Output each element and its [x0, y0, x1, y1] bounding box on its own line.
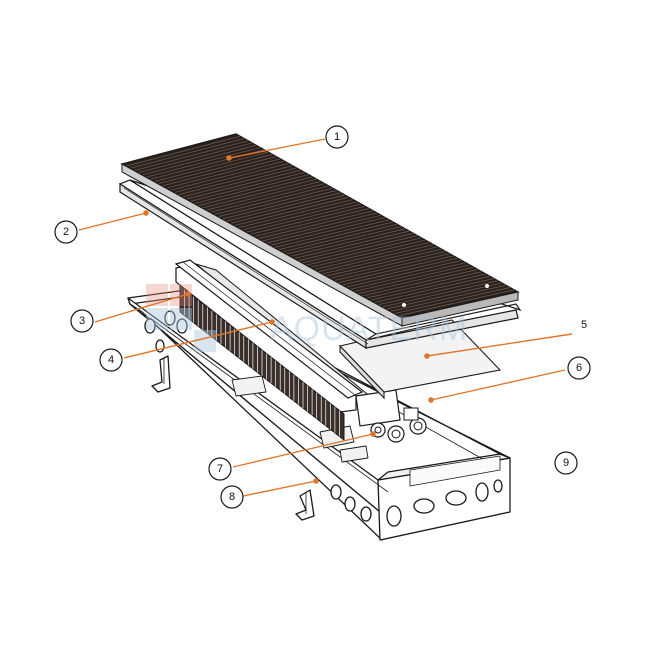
callout-2-label: 2 — [63, 226, 69, 238]
grille-slat — [161, 156, 277, 187]
grille-slat — [241, 201, 357, 231]
grille-slat — [249, 205, 366, 235]
callout-4: 4 — [99, 348, 123, 372]
grille-slat — [129, 138, 245, 169]
grille-slat — [305, 237, 422, 266]
grille-slat — [145, 147, 261, 178]
grille-slat — [381, 280, 498, 308]
watermark: AQUATERM — [146, 284, 468, 352]
grille-slat — [261, 212, 378, 242]
callout-3: 3 — [70, 309, 94, 333]
callout-7-label: 7 — [217, 463, 223, 475]
grille-slat — [177, 165, 293, 196]
callout-6: 6 — [567, 356, 591, 380]
grille-slat — [309, 239, 426, 268]
grille-slat — [281, 223, 398, 253]
grille-slat — [329, 250, 446, 279]
grille-slat — [349, 262, 466, 290]
grille-slat — [217, 187, 333, 218]
grille-slat — [221, 190, 337, 220]
grille-slat — [229, 194, 345, 224]
grille-slat — [289, 228, 406, 257]
grille-slat — [317, 244, 434, 273]
grille-slat — [141, 144, 257, 176]
grille-slat — [185, 169, 301, 200]
grille-slat — [345, 260, 462, 288]
heat-exchanger — [175, 263, 427, 443]
grille-slat — [277, 221, 394, 251]
grille-slat — [293, 230, 410, 259]
callout-1: 1 — [325, 125, 349, 149]
grille-slat — [273, 219, 390, 248]
grille-slat — [165, 158, 281, 189]
grille-slat — [133, 140, 249, 171]
grille-slat — [213, 185, 329, 215]
grille-slat — [325, 248, 442, 277]
callout-8: 8 — [220, 485, 244, 509]
grille-slat — [353, 264, 470, 292]
grille-slat — [285, 226, 402, 255]
watermark-text: AQUATERM — [270, 310, 468, 348]
grille-slat — [197, 176, 313, 207]
grille-slat — [369, 273, 486, 301]
callout-4-label: 4 — [108, 354, 114, 366]
grille-slat — [233, 196, 349, 226]
grille-slat — [125, 135, 241, 167]
grille-slat — [397, 289, 515, 317]
callout-5: 5 — [581, 319, 587, 331]
grille-slat — [193, 174, 309, 204]
callout-8-label: 8 — [229, 491, 235, 503]
grille-slat — [297, 232, 414, 262]
grille-slat — [389, 284, 507, 312]
grille-slat — [225, 192, 341, 222]
grille-slat — [313, 241, 430, 270]
callout-7: 7 — [208, 457, 232, 481]
leader-dots — [143, 155, 434, 484]
callout-3-label: 3 — [79, 315, 85, 327]
grille-slat — [377, 278, 494, 306]
callout-9-label: 9 — [563, 457, 569, 469]
grille-slat — [201, 178, 317, 209]
grille-slat — [265, 214, 382, 244]
grille-slat — [373, 275, 490, 303]
grille-slat — [365, 271, 482, 299]
callout-2: 2 — [54, 220, 78, 244]
callout-9: 9 — [554, 451, 578, 475]
grille-slat — [237, 199, 353, 229]
grille-slat — [181, 167, 297, 198]
callout-6-label: 6 — [576, 362, 582, 374]
grille-slat — [153, 151, 269, 182]
grille-slat — [333, 253, 450, 281]
grille-slat — [205, 181, 321, 211]
protection-profile — [174, 259, 364, 399]
leader-lines — [78, 138, 573, 497]
grille-slat — [245, 203, 361, 233]
callout-1-label: 1 — [334, 131, 340, 143]
grille-slat — [357, 266, 474, 295]
decorative-grille — [120, 133, 520, 327]
grille-slat — [337, 255, 454, 284]
grille-slat — [257, 210, 374, 240]
callout-5-label: 5 — [581, 319, 587, 331]
grille-slat — [189, 171, 305, 202]
grille-slat — [253, 208, 370, 237]
grille-slat — [393, 287, 511, 314]
grille-slat — [361, 269, 478, 297]
grille-slat — [169, 160, 285, 191]
grille-slat — [137, 142, 253, 174]
grille-slat — [321, 246, 438, 275]
grille-slat — [173, 162, 289, 193]
grille-slat — [341, 257, 458, 286]
grille-slat — [157, 153, 273, 185]
grille-slat — [269, 217, 386, 246]
grille-slat — [209, 183, 325, 213]
grille-slat — [301, 235, 418, 264]
